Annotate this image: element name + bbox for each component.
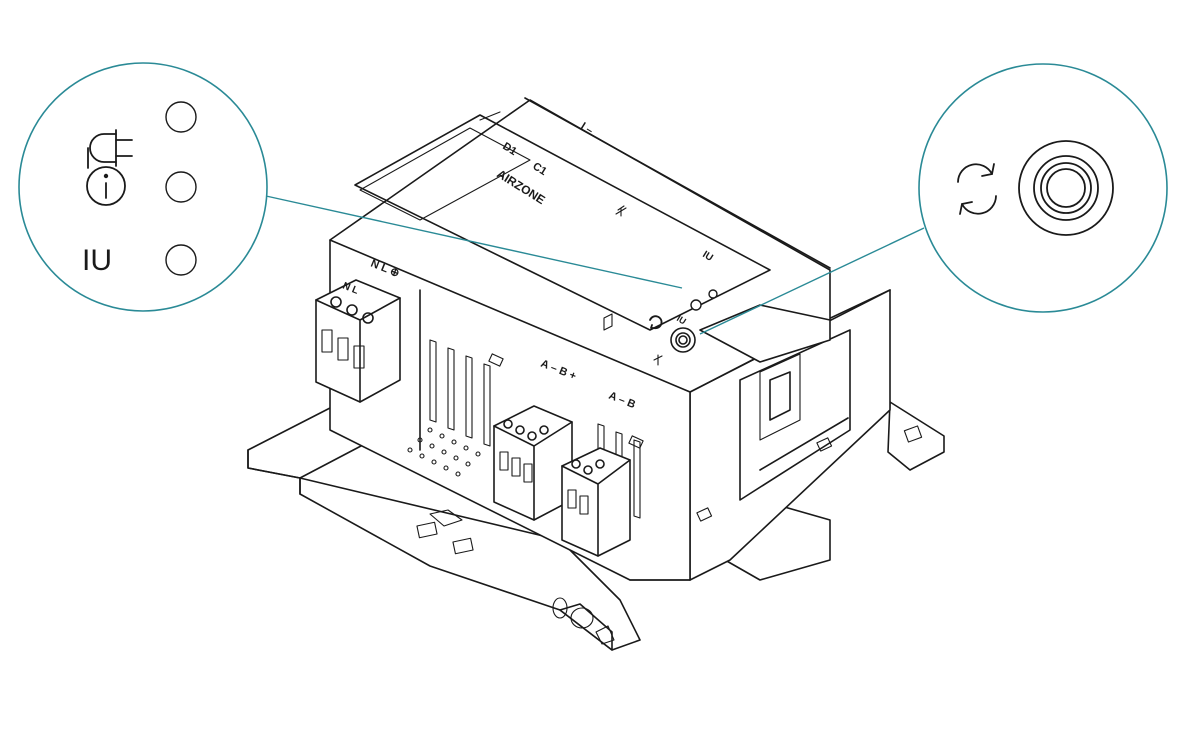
push-button-icon[interactable] [1018, 140, 1114, 236]
info-icon [86, 166, 126, 206]
bus-terminal-block-1 [493, 405, 573, 521]
panel-fan-icon [653, 354, 663, 366]
callout-left-leader [265, 195, 683, 289]
iu-icon: IU [82, 244, 112, 277]
panel-power-led [708, 289, 718, 299]
iu-led [165, 244, 197, 276]
lid-fan-icon [615, 205, 627, 217]
panel-info-led [690, 299, 702, 311]
power-led [165, 101, 197, 133]
panel-reset-button[interactable] [670, 327, 696, 353]
panel-iu-label: IU [675, 313, 688, 326]
lid-label-jumper: I – [578, 120, 595, 137]
control-panel: IU [649, 289, 718, 366]
callout-left: IU [18, 62, 268, 312]
pin-dots [407, 427, 481, 477]
info-led [165, 171, 197, 203]
bus-terminal-block-2 [561, 447, 631, 557]
power-terminal-block: N L [315, 279, 401, 403]
power-plug-icon [87, 129, 133, 169]
lid-label-iu: IU [700, 249, 714, 264]
refresh-icon [957, 163, 997, 215]
callout-right [918, 63, 1168, 313]
housing-right-face [689, 289, 891, 581]
panel-refresh-icon [649, 315, 663, 330]
callout-right-leader [699, 227, 925, 335]
